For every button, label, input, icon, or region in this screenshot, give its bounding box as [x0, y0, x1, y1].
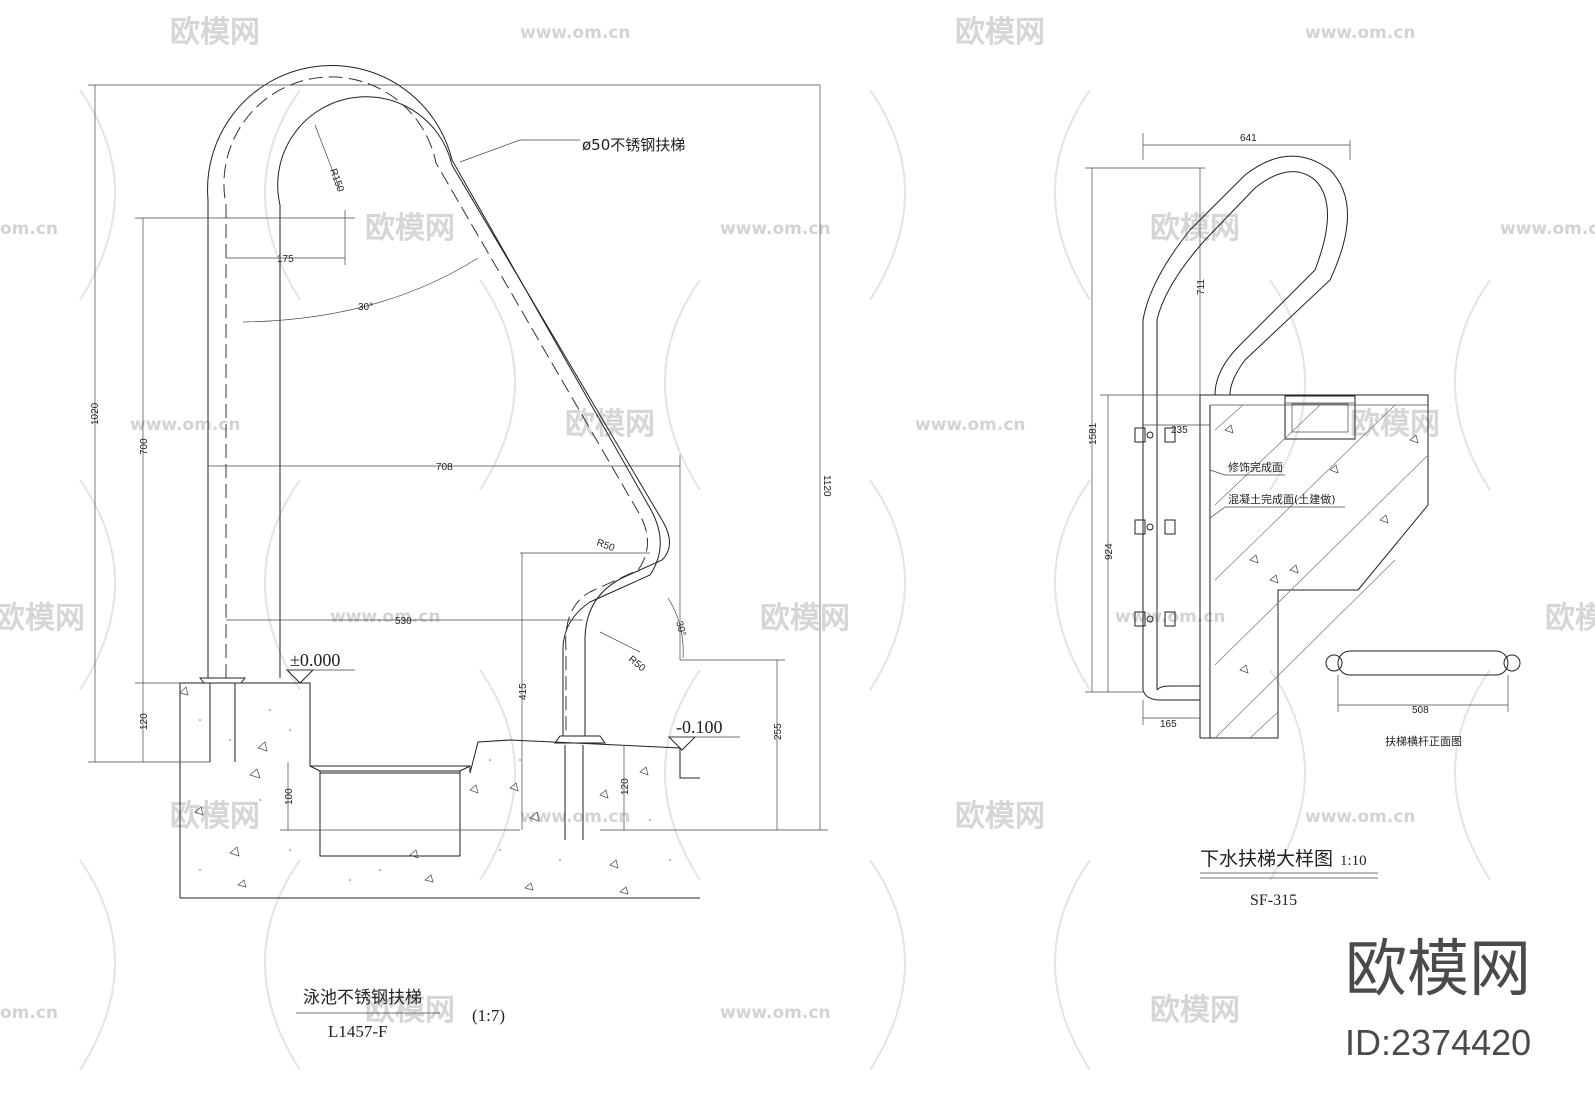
dim-r50-upper: R50 — [595, 537, 616, 554]
right-ladder — [1134, 155, 1348, 701]
watermark-url: om.cn — [0, 219, 58, 239]
watermark-url: www.om.cn — [520, 23, 631, 43]
watermark-url: www.om.cn — [330, 607, 441, 627]
right-title-block: 下水扶梯大样图 1:10 SF-315 — [1200, 848, 1378, 909]
dim-angle-30-low: 30° — [673, 620, 688, 637]
dim-700: 700 — [139, 438, 150, 455]
watermark-brand: 欧模网 — [1545, 601, 1595, 636]
brand-logo: 欧模网 ID:2374420 — [1345, 932, 1531, 1063]
watermark-brand: 欧模网 — [565, 407, 655, 442]
watermark-brand: 欧模网 — [1150, 993, 1240, 1028]
dim-1120: 1120 — [821, 475, 832, 497]
note-concrete-surface: 混凝土完成面(土建做) — [1228, 492, 1336, 506]
rung-front-view: 508 扶梯横杆正面图 — [1325, 650, 1521, 748]
left-code: L1457-F — [328, 1022, 388, 1041]
left-handrail — [207, 64, 670, 736]
left-drawing: ø50不锈钢扶梯 1020 700 120 1120 175 — [88, 64, 832, 1041]
dim-924: 924 — [1104, 543, 1115, 560]
right-title: 下水扶梯大样图 — [1200, 848, 1333, 870]
watermark-url: www.om.cn — [1115, 607, 1226, 627]
watermark-url: www.om.cn — [1305, 23, 1416, 43]
dim-508: 508 — [1412, 705, 1429, 716]
watermark-url: www.om.cn — [1500, 219, 1595, 239]
watermark-brand: 欧模网 — [955, 799, 1045, 834]
level-zero: ±0.000 — [285, 650, 355, 684]
watermark-arcs — [79, 89, 1491, 1071]
right-scale: 1:10 — [1340, 853, 1367, 869]
note-finish-surface: 修饰完成面 — [1228, 460, 1283, 474]
dim-r50-lower: R50 — [626, 654, 647, 675]
dim-530: 530 — [395, 616, 412, 627]
left-anchors — [198, 677, 606, 840]
watermark-url: www.om.cn — [720, 219, 831, 239]
dim-120-right: 120 — [620, 778, 631, 795]
logo-brand: 欧模网 — [1345, 932, 1531, 1005]
right-notes: 修饰完成面 混凝土完成面(土建做) — [1209, 460, 1345, 519]
right-dimensions: 641 1581 711 924 235 165 — [1085, 133, 1351, 730]
right-code: SF-315 — [1250, 892, 1297, 909]
level-minus-label: -0.100 — [676, 717, 723, 737]
level-minus: -0.100 — [667, 717, 740, 751]
watermark-url: www.om.cn — [720, 1003, 831, 1023]
left-concrete — [179, 682, 700, 899]
watermark-url: www.om.cn — [915, 415, 1026, 435]
dim-641: 641 — [1240, 133, 1257, 144]
pipe-spec-label: ø50不锈钢扶梯 — [582, 136, 685, 154]
watermark-brand: 欧模网 — [170, 799, 260, 834]
dim-711: 711 — [1196, 279, 1207, 295]
rung-caption: 扶梯横杆正面图 — [1385, 734, 1462, 748]
dim-1020: 1020 — [90, 402, 101, 425]
dim-165: 165 — [1160, 719, 1177, 730]
left-dimensions: 1020 700 120 1120 175 R150 30° — [88, 84, 832, 831]
logo-id: ID:2374420 — [1345, 1022, 1531, 1063]
watermark-brand: 欧模网 — [365, 993, 455, 1028]
watermark-url: www.om.cn — [520, 807, 631, 827]
left-title-block: 泳池不锈钢扶梯 L1457-F (1:7) — [296, 988, 505, 1041]
dim-r150: R150 — [327, 167, 346, 194]
pipe-callout: ø50不锈钢扶梯 — [459, 136, 685, 163]
left-title: 泳池不锈钢扶梯 — [303, 988, 422, 1008]
dim-708: 708 — [436, 462, 453, 473]
dim-175: 175 — [277, 254, 294, 265]
watermark-url: om.cn — [0, 1003, 58, 1023]
dim-100: 100 — [284, 788, 295, 805]
watermark-brand: 欧模网 — [760, 601, 850, 636]
watermark-brand: 欧模网 — [955, 15, 1045, 50]
dim-415: 415 — [518, 683, 529, 700]
watermark-brand: 欧模网 — [365, 211, 455, 246]
watermark-url: www.om.cn — [1305, 807, 1416, 827]
watermark-brand: 欧模网 — [1350, 407, 1440, 442]
watermark-brand: 欧模网 — [170, 15, 260, 50]
left-scale: (1:7) — [472, 1006, 505, 1025]
watermark-url: www.om.cn — [130, 415, 241, 435]
dim-235: 235 — [1171, 425, 1188, 436]
level-zero-label: ±0.000 — [290, 650, 340, 670]
dim-1581: 1581 — [1088, 422, 1099, 445]
watermark-layer: 欧模网 欧模网 欧模网 欧模网 欧模网 欧模网 欧模网 欧模网 欧模网 欧模网 … — [0, 15, 1595, 1071]
dim-255: 255 — [773, 723, 784, 740]
dim-120-left: 120 — [139, 713, 150, 730]
right-drawing: 修饰完成面 混凝土完成面(土建做) 641 1581 711 924 235 — [1085, 133, 1521, 909]
watermark-brand: 欧模网 — [1150, 211, 1240, 246]
right-concrete — [1199, 394, 1429, 739]
dim-angle-30-top: 30° — [358, 302, 373, 313]
watermark-brand: 欧模网 — [0, 601, 85, 636]
